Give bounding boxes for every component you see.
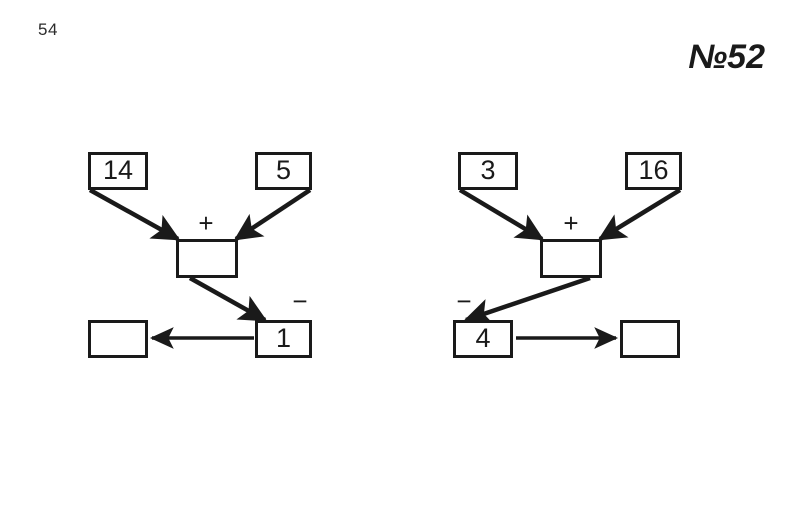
right-diagram-arrows: [458, 188, 682, 349]
arrow-sum-to-one: [188, 276, 268, 322]
left-input-right-value: 5: [275, 154, 292, 185]
right-input-right-box[interactable]: 16: [625, 152, 682, 190]
arrow-3-to-sum: [458, 188, 545, 241]
left-plus-operator: +: [198, 208, 214, 238]
right-input-left-box[interactable]: 3: [458, 152, 518, 190]
left-bottom-left-box[interactable]: [88, 320, 148, 358]
right-bottom-left-value: 4: [475, 322, 491, 353]
arrow-sum-to-four: [463, 275, 591, 325]
left-middle-result-box[interactable]: [176, 239, 238, 278]
left-input-right-box[interactable]: 5: [255, 152, 312, 190]
page-number: 54: [38, 20, 58, 39]
left-diagram-arrows: [88, 188, 312, 349]
right-bottom-right-box[interactable]: [620, 320, 680, 358]
left-input-left-value: 14: [102, 154, 134, 185]
arrow-16-to-sum: [597, 188, 682, 241]
right-middle-result-box[interactable]: [540, 239, 602, 278]
right-plus-operator: +: [563, 208, 579, 238]
left-input-left-box[interactable]: 14: [88, 152, 148, 190]
right-input-left-value: 3: [480, 154, 496, 185]
task-number-heading: №52: [688, 38, 765, 76]
arrow-14-to-sum: [88, 188, 181, 241]
left-minus-operator: −: [292, 286, 308, 316]
arrow-5-to-sum: [233, 188, 312, 241]
right-minus-operator: −: [456, 286, 472, 316]
left-bottom-right-box[interactable]: 1: [255, 320, 312, 358]
right-bottom-left-box[interactable]: 4: [453, 320, 513, 358]
right-input-right-value: 16: [638, 154, 669, 185]
left-bottom-right-value: 1: [275, 322, 292, 353]
